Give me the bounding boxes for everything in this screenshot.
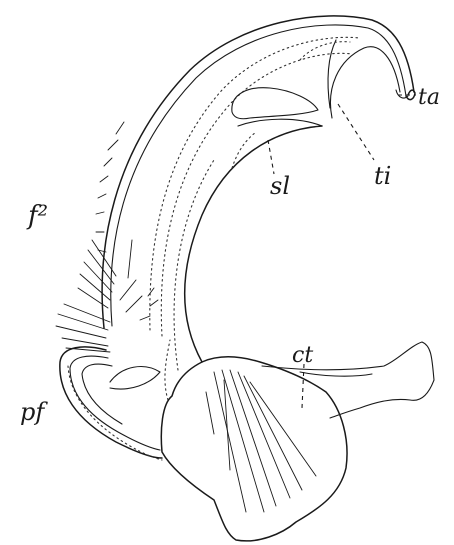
proximal-fold [60,347,162,460]
label-ta: ta [418,85,440,110]
basal-plate [161,357,347,541]
label-ct: ct [292,343,313,368]
connecting-tube [262,342,434,418]
label-ti: ti [374,162,391,190]
inner-lobe [232,88,322,126]
label-sl: sl [270,172,290,200]
label-f2: f² [26,201,48,231]
label-pf: pf [20,398,48,426]
curved-appendage-outline [102,16,415,362]
